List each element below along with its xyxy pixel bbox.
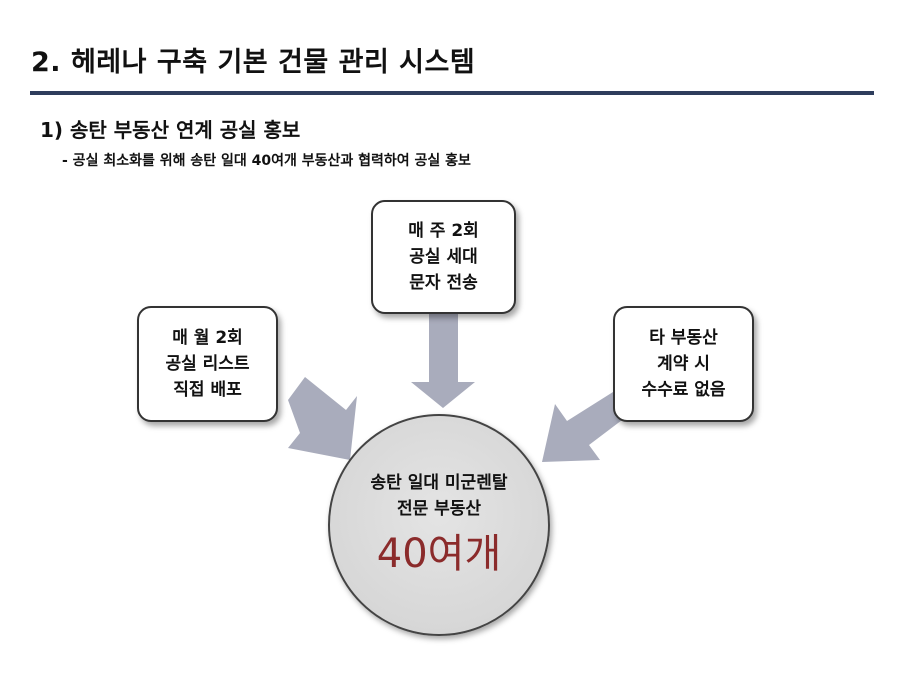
box-top-line-1: 매 주 2회 bbox=[408, 221, 479, 241]
box-right-line-1: 타 부동산 bbox=[649, 328, 718, 348]
section-heading: 1) 송탄 부동산 연계 공실 홍보 bbox=[40, 118, 301, 142]
arrow-left bbox=[288, 377, 357, 460]
arrow-right bbox=[542, 392, 630, 462]
arrow-top bbox=[411, 314, 475, 408]
box-right-line-3: 수수료 없음 bbox=[641, 380, 726, 400]
box-weekly-sms: 매 주 2회 공실 세대 문자 전송 bbox=[371, 200, 516, 314]
circle-highlight-count: 40여개 bbox=[376, 531, 502, 577]
box-top-line-3: 문자 전송 bbox=[409, 273, 478, 293]
box-monthly-list: 매 월 2회 공실 리스트 직접 배포 bbox=[137, 306, 278, 422]
box-no-commission: 타 부동산 계약 시 수수료 없음 bbox=[613, 306, 754, 422]
page-title: 2. 헤레나 구축 기본 건물 관리 시스템 bbox=[31, 47, 476, 78]
section-description: - 공실 최소화를 위해 송탄 일대 40여개 부동산과 협력하여 공실 홍보 bbox=[62, 153, 471, 169]
circle-line-1: 송탄 일대 미군렌탈 bbox=[370, 473, 508, 493]
title-divider bbox=[30, 91, 874, 95]
box-left-line-3: 직접 배포 bbox=[173, 380, 242, 400]
circle-line-2: 전문 부동산 bbox=[396, 499, 482, 519]
box-right-line-2: 계약 시 bbox=[657, 354, 710, 374]
box-left-line-2: 공실 리스트 bbox=[165, 354, 250, 374]
box-left-line-1: 매 월 2회 bbox=[172, 328, 243, 348]
center-circle: 송탄 일대 미군렌탈 전문 부동산 40여개 bbox=[328, 414, 550, 636]
box-top-line-2: 공실 세대 bbox=[409, 247, 478, 267]
